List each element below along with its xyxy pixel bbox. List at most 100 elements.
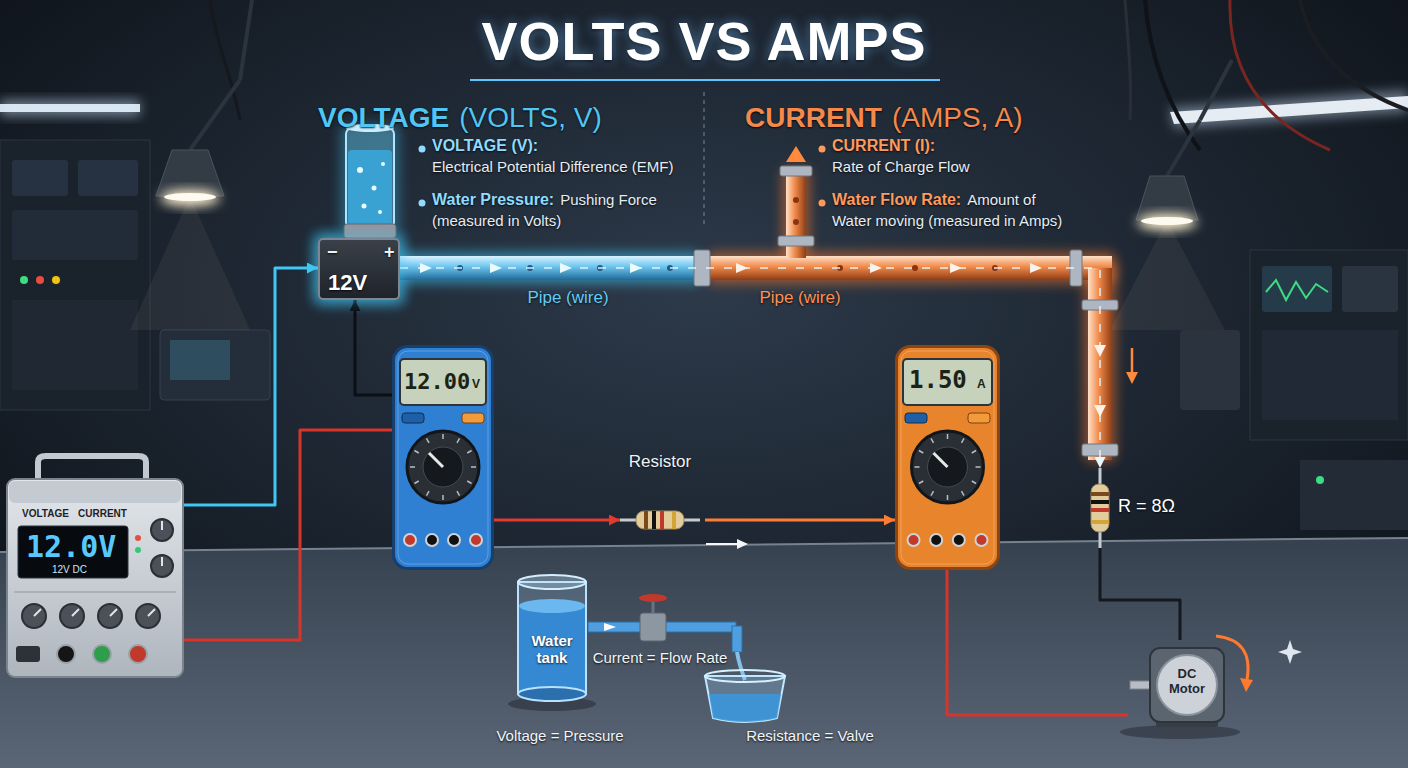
node-outline (919, 451, 923, 454)
node-outline (400, 359, 486, 405)
hanging-cables (1145, 0, 1200, 150)
node-outline (467, 451, 471, 454)
panel-label: CURRENT (78, 508, 127, 520)
node-outline (7, 479, 183, 677)
dc-motor: DC Motor (1128, 640, 1233, 730)
node-outline (962, 491, 965, 495)
node-outline (426, 534, 438, 546)
lab-equipment (12, 210, 138, 260)
lab-equipment (1300, 460, 1408, 530)
node-outline (151, 519, 173, 541)
voltmeter: 12.00V (392, 345, 494, 570)
pipe (396, 146, 1118, 462)
lab-equipment (0, 140, 150, 410)
meter-reading: 12.00 (404, 369, 470, 394)
desk (0, 538, 1408, 768)
lab-equipment (1250, 250, 1408, 440)
bullet-term: VOLTAGE (V): (432, 137, 538, 154)
bullet-term: CURRENT (I): (832, 137, 935, 154)
motor-label: DC Motor (1160, 667, 1214, 697)
node-outline (471, 466, 476, 468)
node-outline (1091, 492, 1109, 496)
bullet-term: Water Flow Rate: (832, 191, 961, 208)
red-wire (184, 430, 392, 640)
node-outline (398, 351, 488, 564)
node-outline (151, 555, 173, 577)
text-group: VOLTAGE (V):Electrical Potential Differe… (432, 136, 700, 176)
node-outline (60, 604, 84, 628)
lab-equipment (1262, 266, 1332, 312)
text-group: Water Flow Rate:Amount of Water moving (… (832, 190, 1076, 232)
node-outline (161, 557, 163, 566)
pipe (793, 219, 799, 225)
node-outline (14, 592, 176, 593)
node-outline (404, 534, 416, 546)
node-outline (57, 645, 75, 663)
text-group: Resistance = Valve (746, 726, 874, 747)
bullet-dot (819, 146, 826, 153)
text-group: Voltage = Pressure (496, 726, 623, 747)
pipe (786, 146, 806, 162)
desk-lamp (1167, 120, 1200, 176)
node-outline (644, 511, 648, 529)
node-outline (442, 495, 444, 500)
lab-equipment (36, 276, 44, 284)
battery-jar (346, 128, 394, 228)
lab-equipment (52, 276, 60, 284)
node-outline (972, 451, 976, 454)
node-outline (912, 431, 984, 503)
node-outline (429, 453, 443, 467)
display-reading: 12.0V (26, 530, 116, 565)
analogy-label: Resistance = Valve (746, 727, 874, 744)
section-divider (703, 92, 705, 228)
section-subheading: (VOLTS, V) (459, 102, 602, 133)
lab-equipment (78, 160, 138, 196)
node-outline (16, 646, 40, 662)
node-outline (442, 434, 444, 439)
node-outline (934, 453, 948, 467)
black-wire (1100, 548, 1180, 640)
desk-lamp (190, 80, 240, 150)
node-outline (34, 609, 41, 616)
desk-lamp (164, 193, 216, 201)
node-outline (947, 434, 949, 439)
node-outline (928, 447, 968, 487)
bullet-dot (419, 146, 426, 153)
section-subheading: (AMPS, A) (892, 102, 1023, 133)
node-outline (672, 511, 676, 529)
node-outline (919, 481, 923, 484)
node-outline (975, 534, 987, 546)
node-outline (467, 481, 471, 484)
node-outline (930, 534, 942, 546)
battery-jar (357, 167, 363, 173)
resistor: R = 8Ω (1090, 468, 1210, 548)
diagram-title: VOLTS VS AMPS (0, 10, 1408, 72)
panel-label: VOLTAGE (22, 508, 69, 520)
meter-reading: 1.50 (909, 367, 967, 395)
resistance-value: R = 8Ω (1118, 496, 1175, 517)
desk (0, 538, 1408, 552)
lab-equipment (1316, 476, 1324, 484)
node-outline (135, 535, 141, 541)
bullet-text: Rate of Charge Flow (832, 157, 1132, 177)
node-outline (394, 347, 493, 569)
node-outline (1091, 500, 1109, 504)
lab-equipment (1262, 330, 1398, 420)
desk-lamp (1110, 220, 1225, 330)
lab-equipment (12, 300, 138, 390)
node-outline (915, 466, 920, 468)
ceiling-lights (0, 104, 140, 112)
component-label: Resistor (620, 452, 700, 472)
node-outline (148, 609, 155, 616)
battery-jar (312, 124, 406, 306)
node-outline (18, 526, 128, 578)
psu-handle (38, 456, 146, 478)
desk-lamp (1136, 176, 1198, 220)
node-outline (448, 534, 460, 546)
pipe (793, 197, 799, 203)
node-outline (1157, 655, 1217, 715)
desk (0, 538, 1408, 768)
battery-jar (312, 232, 406, 306)
section-heading: CURRENT (745, 102, 882, 133)
flow-arrow (737, 539, 748, 549)
